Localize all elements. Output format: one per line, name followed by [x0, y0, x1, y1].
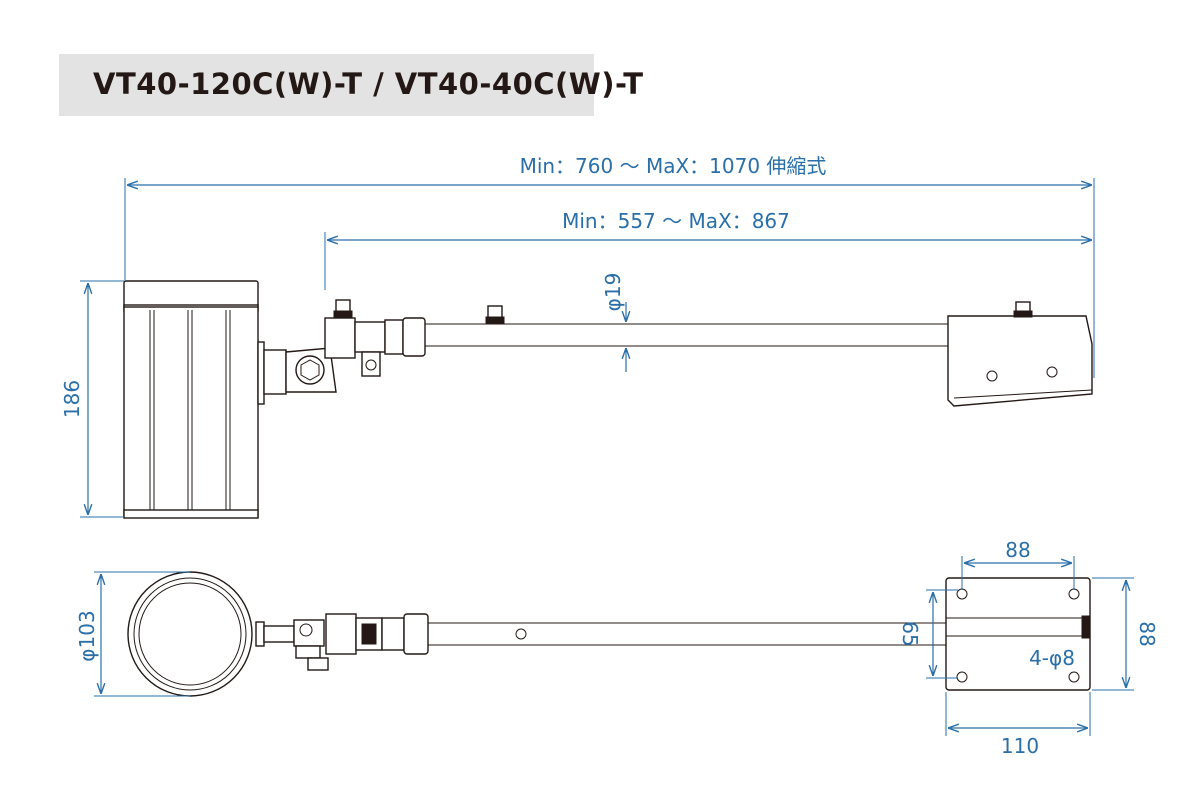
- top-mount-plate: [945, 577, 1091, 691]
- side-end-bracket: [947, 301, 1093, 407]
- top-lamp-ring: [127, 571, 253, 697]
- hole-pitch-width-label: 88: [1005, 538, 1030, 562]
- model-title: VT40-120C(W)-T / VT40-40C(W)-T: [93, 67, 644, 101]
- top-joint: [255, 613, 429, 671]
- title-bar: VT40-120C(W)-T / VT40-40C(W)-T: [59, 54, 643, 116]
- arm-length-label: Min：557 ～ MaX：867: [562, 209, 790, 233]
- plate-width-label: 110: [1001, 734, 1039, 758]
- side-lamp-body: [123, 280, 259, 519]
- lamp-height-label: 186: [60, 380, 84, 418]
- side-joint: [257, 299, 426, 405]
- holes-label: 4-φ8: [1029, 646, 1075, 670]
- plate-height-label: 88: [1135, 621, 1159, 646]
- hole-pitch-height-label: 65: [898, 621, 922, 646]
- pipe-diameter-label: φ19: [601, 273, 625, 312]
- side-view: Min：760 ～ MaX：1070 伸縮式 Min：557 ～ MaX：867…: [60, 154, 1095, 519]
- overall-length-label: Min：760 ～ MaX：1070 伸縮式: [520, 154, 827, 178]
- lamp-diameter-label: φ103: [75, 610, 99, 661]
- top-pipe: [428, 622, 946, 646]
- side-pipe: [425, 305, 948, 347]
- top-view: φ103 88 110 88 65 4-φ8: [75, 538, 1159, 758]
